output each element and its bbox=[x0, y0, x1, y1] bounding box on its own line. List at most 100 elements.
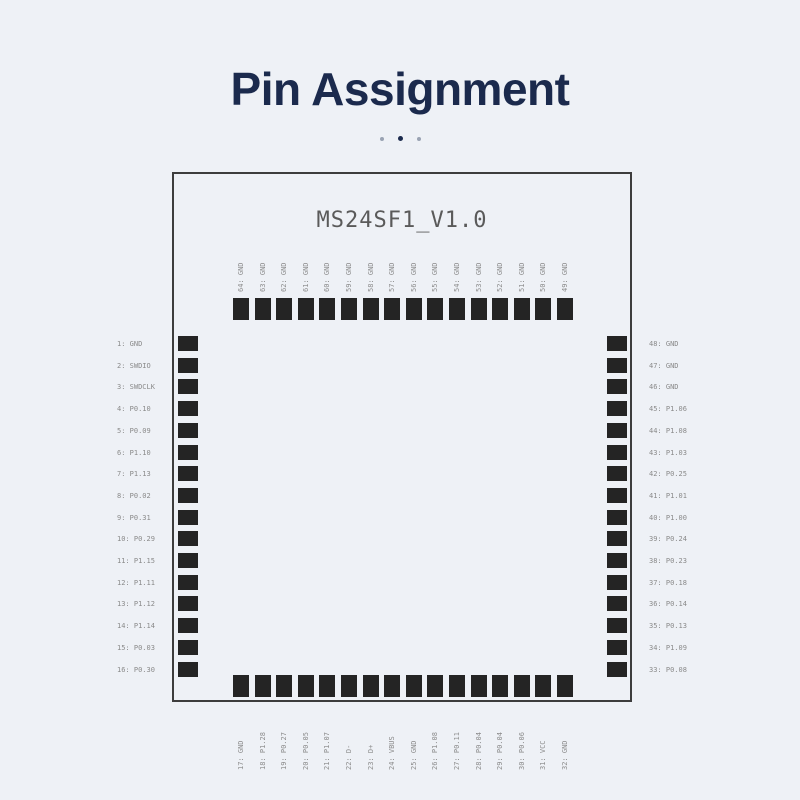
pin-label-bottom: 23: D+ bbox=[366, 744, 375, 770]
pin-label-right: 33: P0.08 bbox=[649, 665, 687, 674]
carousel-dot[interactable] bbox=[416, 136, 421, 141]
pin-pad-top bbox=[405, 298, 422, 320]
pin-label-left: 2: SWDIO bbox=[117, 361, 151, 370]
pin-label-right: 34: P1.09 bbox=[649, 643, 687, 652]
pin-label-left: 16: P0.30 bbox=[117, 665, 155, 674]
pin-label-bottom: 17: GND bbox=[237, 740, 245, 770]
pin-pad-top bbox=[427, 298, 444, 320]
pin-pad-right bbox=[607, 661, 627, 677]
pin-pad-bottom bbox=[535, 675, 552, 697]
pin-pad-top bbox=[513, 298, 530, 320]
pin-label-bottom: 20: P0.05 bbox=[301, 732, 310, 770]
pin-label-right: 44: P1.08 bbox=[649, 426, 687, 435]
pin-label-right: 48: GND bbox=[649, 340, 679, 348]
pin-pad-bottom bbox=[470, 675, 487, 697]
pin-label-left: 14: P1.14 bbox=[117, 622, 155, 631]
pin-pad-top bbox=[535, 298, 552, 320]
carousel-dots bbox=[0, 130, 800, 148]
pin-label-right: 47: GND bbox=[649, 361, 679, 370]
pin-pad-top bbox=[276, 298, 293, 320]
pin-label-bottom: 30: P0.06 bbox=[517, 732, 526, 770]
pin-label-left: 12: P1.11 bbox=[117, 578, 155, 587]
pin-label-top: 56: GND bbox=[409, 262, 418, 292]
pin-label-top: 54: GND bbox=[453, 262, 461, 292]
pin-pad-right bbox=[607, 466, 627, 482]
pin-label-left: 4: P0.10 bbox=[117, 405, 151, 414]
pin-pad-right bbox=[607, 618, 627, 634]
pin-pad-top bbox=[319, 298, 336, 320]
pin-label-bottom: 32: GND bbox=[561, 740, 569, 770]
page-title: Pin Assignment bbox=[230, 63, 570, 115]
pin-pad-bottom bbox=[405, 675, 422, 697]
pin-pad-right bbox=[607, 531, 627, 547]
carousel-dot[interactable] bbox=[379, 136, 384, 141]
pin-pad-left bbox=[178, 553, 198, 568]
pin-pad-bottom bbox=[276, 675, 293, 697]
pin-label-right: 39: P0.24 bbox=[649, 535, 687, 544]
pin-label-bottom: 31: VCC bbox=[539, 740, 548, 770]
pin-pad-right bbox=[607, 379, 627, 395]
pin-pad-left bbox=[178, 336, 198, 351]
module-outline bbox=[172, 172, 632, 702]
pin-label-top: 63: GND bbox=[258, 262, 267, 292]
pin-label-bottom: 22: D- bbox=[345, 744, 353, 770]
module-model-label: MS24SF1_V1.0 bbox=[316, 208, 488, 233]
pin-label-bottom: 26: P1.08 bbox=[431, 732, 440, 770]
pin-label-top: 55: GND bbox=[431, 262, 440, 292]
pin-label-bottom: 28: P0.04 bbox=[474, 732, 483, 770]
pin-label-top: 51: GND bbox=[517, 262, 526, 292]
pin-pad-bottom bbox=[319, 675, 336, 697]
pin-pad-right bbox=[607, 487, 627, 503]
pin-pad-left bbox=[178, 618, 198, 634]
pin-label-bottom: 25: GND bbox=[409, 740, 418, 770]
pin-label-left: 1: GND bbox=[117, 340, 143, 348]
pin-pad-right bbox=[607, 357, 627, 373]
pin-pad-left bbox=[178, 357, 198, 373]
pin-pad-bottom bbox=[449, 675, 465, 697]
pin-label-top: 49: GND bbox=[561, 262, 569, 292]
carousel-dot-active[interactable] bbox=[397, 136, 403, 142]
pin-label-top: 61: GND bbox=[301, 262, 310, 292]
pin-label-top: 53: GND bbox=[474, 262, 483, 292]
pin-label-left: 15: P0.03 bbox=[117, 643, 155, 652]
pin-label-left: 10: P0.29 bbox=[117, 535, 155, 544]
pin-pad-right bbox=[607, 553, 627, 568]
pin-pad-top bbox=[341, 298, 357, 320]
pin-pad-left bbox=[178, 466, 198, 482]
pin-pad-bottom bbox=[513, 675, 530, 697]
pin-label-left: 9: P0.31 bbox=[117, 513, 151, 522]
pin-label-bottom: 18: P1.28 bbox=[258, 732, 267, 770]
pin-pad-top bbox=[362, 298, 379, 320]
pin-label-left: 8: P0.02 bbox=[117, 491, 151, 500]
pin-label-left: 11: P1.15 bbox=[117, 557, 155, 565]
pin-pad-left bbox=[178, 596, 198, 612]
pin-pad-bottom bbox=[233, 675, 249, 697]
pin-pad-left bbox=[178, 531, 198, 547]
pin-pad-top bbox=[233, 298, 249, 320]
pin-pad-top bbox=[470, 298, 487, 320]
pin-pad-right bbox=[607, 574, 627, 590]
pin-pad-bottom bbox=[557, 675, 573, 697]
pin-pad-bottom bbox=[492, 675, 509, 697]
pin-label-bottom: 24: VBUS bbox=[388, 736, 397, 770]
pin-pad-bottom bbox=[362, 675, 379, 697]
pin-label-left: 7: P1.13 bbox=[117, 470, 151, 479]
pin-pad-top bbox=[557, 298, 573, 320]
pin-label-top: 58: GND bbox=[366, 262, 375, 292]
pin-label-left: 6: P1.10 bbox=[117, 448, 151, 457]
pin-pad-right bbox=[607, 422, 627, 438]
pin-pad-left bbox=[178, 509, 198, 525]
pin-pad-left bbox=[178, 444, 198, 460]
pin-label-bottom: 27: P0.11 bbox=[453, 732, 461, 770]
pin-pad-top bbox=[449, 298, 465, 320]
pin-pad-bottom bbox=[427, 675, 444, 697]
pin-pad-bottom bbox=[254, 675, 271, 697]
pin-label-top: 59: GND bbox=[345, 262, 353, 292]
pin-label-right: 38: P0.23 bbox=[649, 557, 687, 565]
pin-label-top: 64: GND bbox=[237, 262, 245, 292]
pin-pad-right bbox=[607, 596, 627, 612]
pin-label-right: 35: P0.13 bbox=[649, 622, 687, 631]
pin-label-left: 5: P0.09 bbox=[117, 426, 151, 435]
pin-label-right: 46: GND bbox=[649, 383, 679, 392]
pin-pad-left bbox=[178, 422, 198, 438]
